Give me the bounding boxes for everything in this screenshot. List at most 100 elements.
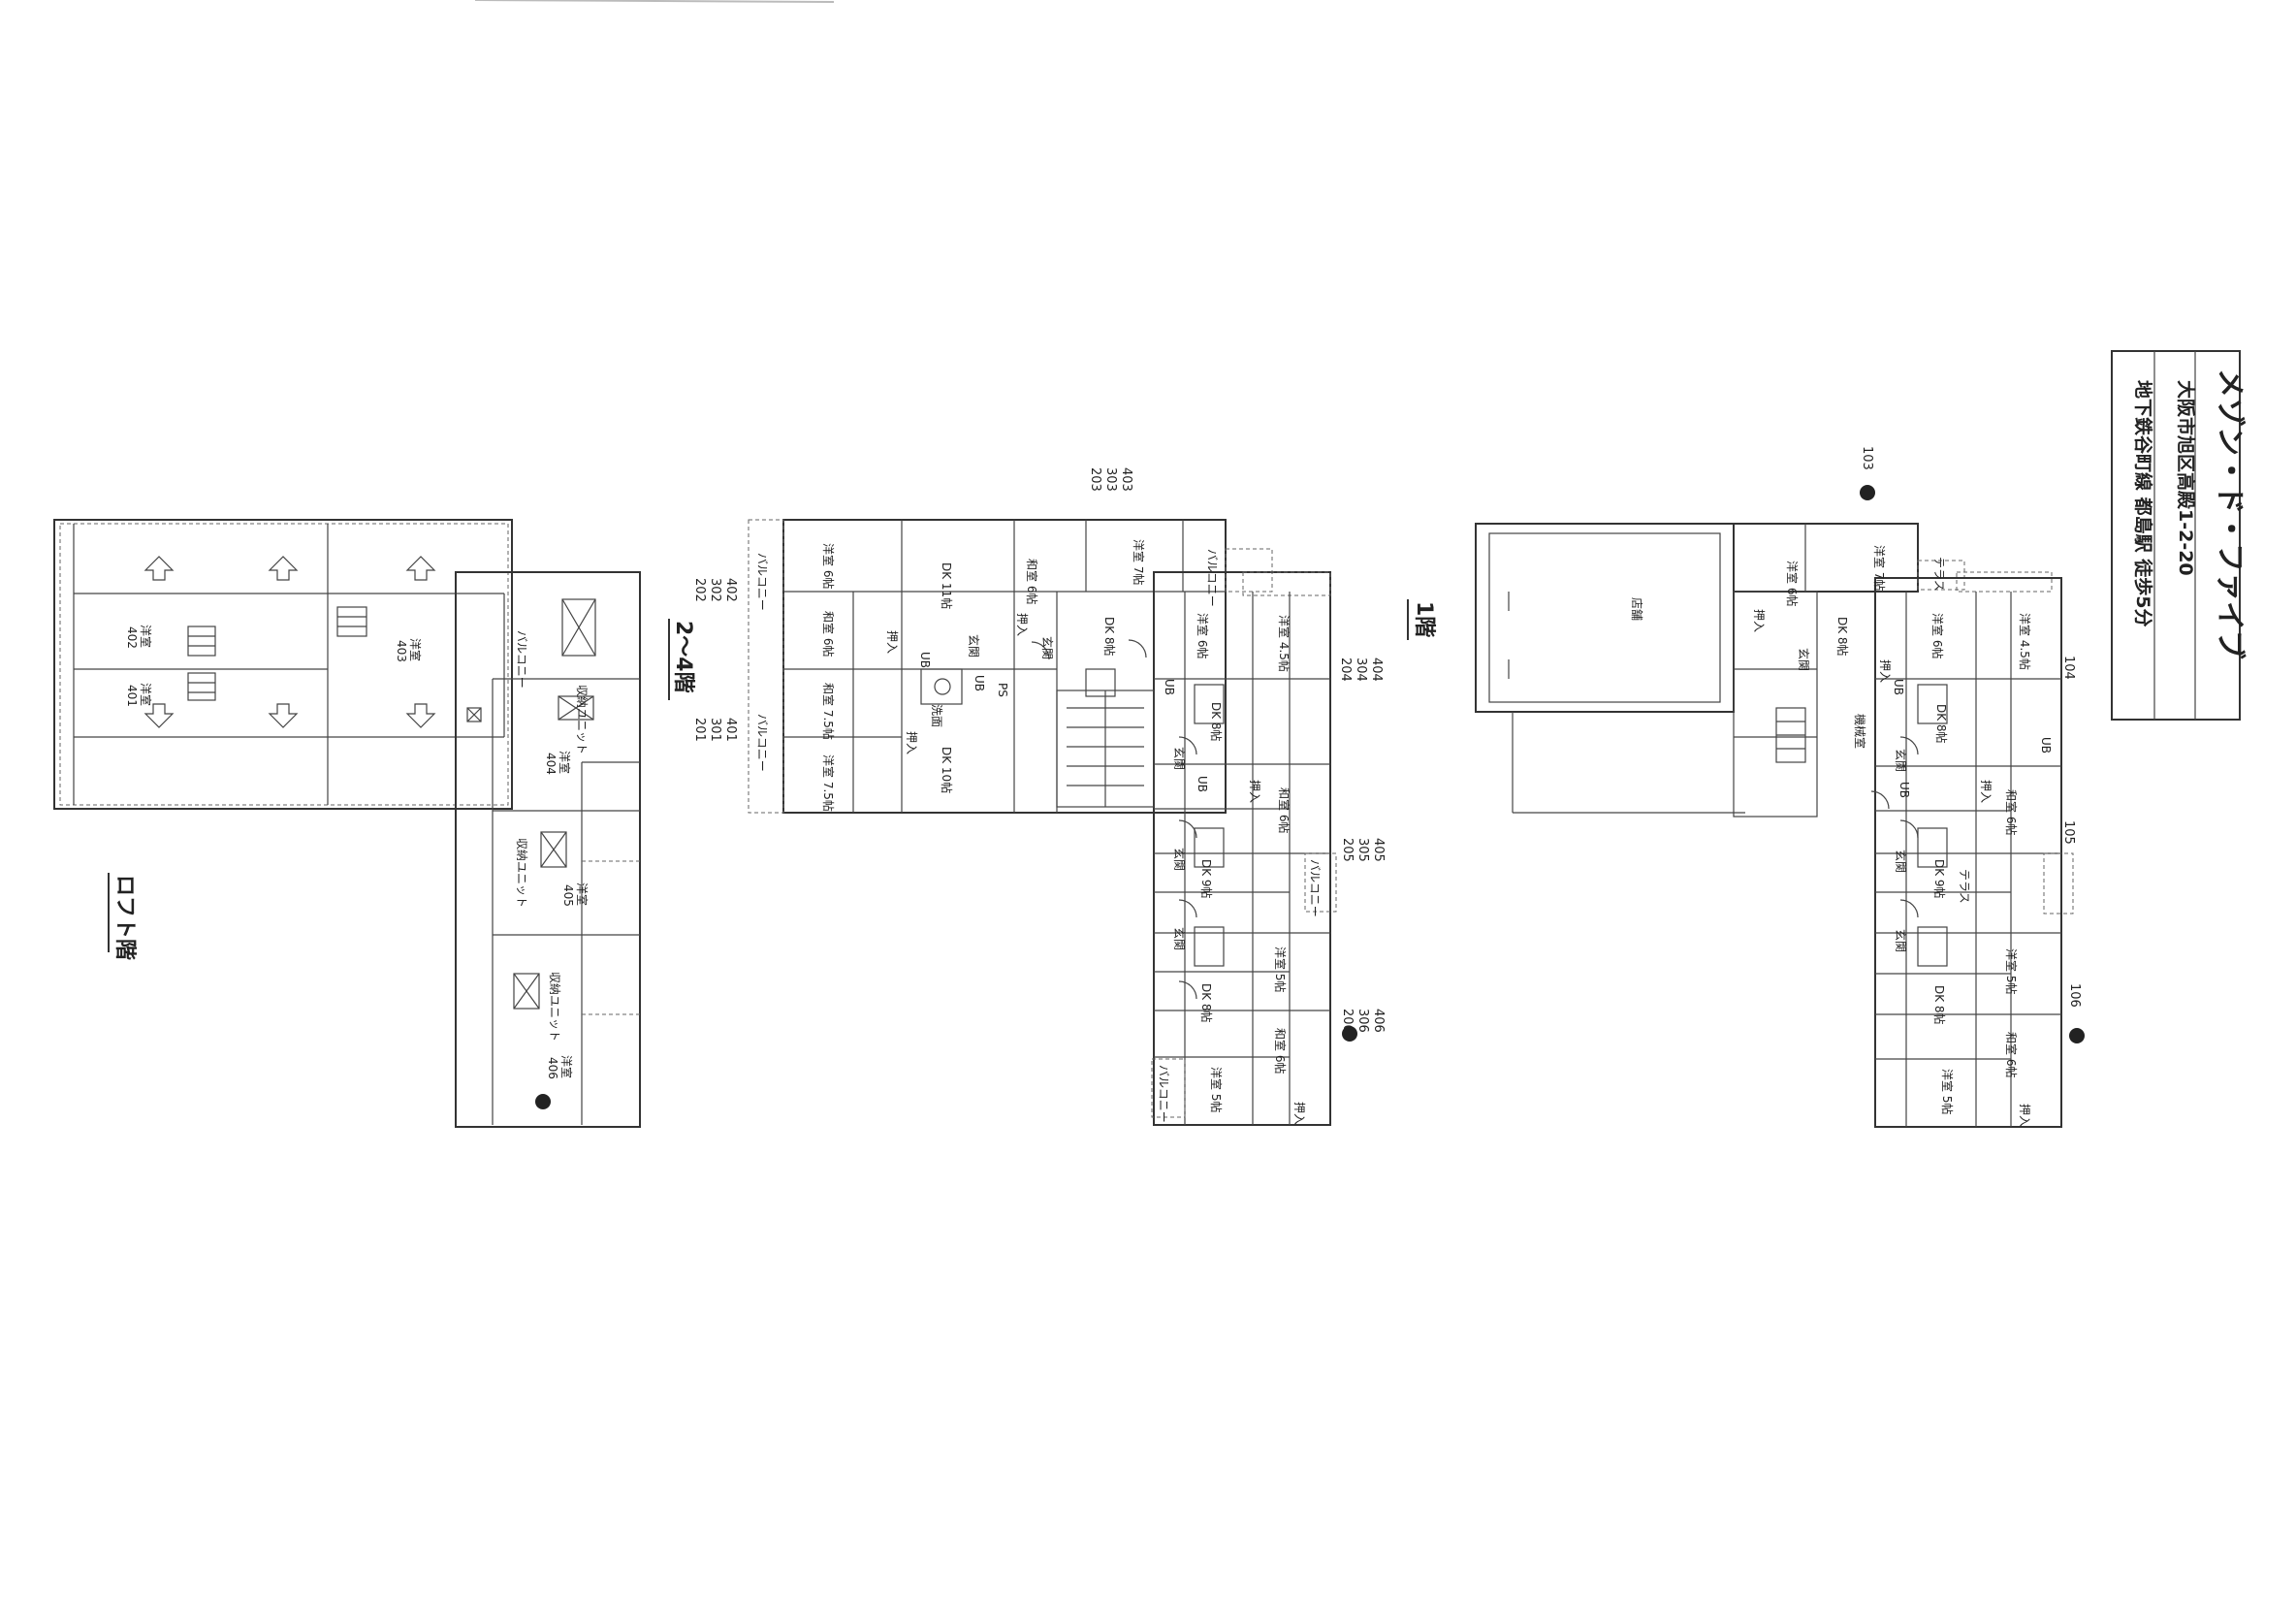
- floor-label-2-4: 2～4階: [671, 621, 695, 693]
- upper-unit-204: 204: [1338, 658, 1353, 682]
- upper-unit-205: 205: [1340, 838, 1355, 862]
- address: 大阪市旭区高殿1-2-20: [2175, 380, 2197, 576]
- upper-room: 和室 6帖: [1273, 1028, 1288, 1074]
- upper-room: DK 8帖: [1199, 983, 1214, 1023]
- ground-room: 洋室 7帖: [1872, 545, 1887, 591]
- upper-genkan: 玄関: [1172, 747, 1187, 770]
- ground-room: 洋室 6帖: [1785, 561, 1800, 606]
- upper-unit-304: 304: [1354, 658, 1368, 682]
- upper-room: DK 9帖: [1199, 859, 1214, 899]
- upper-unit-406: 406: [1371, 1009, 1386, 1033]
- upper-unit-401: 401: [723, 718, 738, 742]
- ground-ub: UB: [2039, 737, 2053, 754]
- upper-oshiire: 押入: [1248, 780, 1261, 803]
- ground-room: 和室 6帖: [2004, 1032, 2019, 1077]
- ground-genkan: 玄関: [1894, 850, 1908, 873]
- upper-genkan: 玄関: [967, 634, 981, 658]
- ground-unit-104: 104: [2061, 656, 2076, 680]
- ground-room: DK 8帖: [1932, 985, 1947, 1025]
- loft-unit-404: 404: [544, 753, 558, 775]
- upper-balcony: バルコニー: [1205, 549, 1219, 607]
- upper-genkan: 玄関: [1040, 636, 1055, 659]
- ground-room: 洋室 5帖: [1940, 1069, 1955, 1114]
- loft-storage-404: 収納ユニット: [575, 685, 589, 754]
- floor-label-loft: ロフト階: [112, 875, 137, 960]
- ground-room: 洋室 4.5帖: [2018, 613, 2032, 670]
- ground-room: 和室 6帖: [2004, 789, 2019, 835]
- loft-room-label-405: 洋室: [575, 882, 590, 906]
- ground-terrace: テラス: [1958, 869, 1971, 904]
- upper-oshiire: 押入: [1015, 613, 1029, 636]
- upper-room: DK 8帖: [1209, 702, 1224, 742]
- upper-room: 和室 6帖: [821, 611, 836, 657]
- ground-room: DK 9帖: [1932, 859, 1947, 899]
- upper-room: 洋室 7帖: [1132, 539, 1146, 585]
- access: 地下鉄谷町線 都島駅 徒歩5分: [2132, 380, 2154, 626]
- loft-room-label-404: 洋室: [558, 751, 572, 774]
- upper-unit-402: 402: [723, 578, 738, 602]
- ground-machine-room: 機械室: [1853, 714, 1867, 749]
- upper-room: DK 10帖: [940, 747, 954, 793]
- ground-oshiire: 押入: [1878, 659, 1892, 683]
- upper-unit-306: 306: [1355, 1009, 1370, 1033]
- upper-genkan: 玄関: [1172, 927, 1187, 950]
- upper-room: 和室 6帖: [1025, 559, 1039, 604]
- loft-room-label-402: 洋室: [139, 625, 153, 648]
- ground-genkan: 玄関: [1894, 749, 1908, 772]
- ground-unit-105: 105: [2061, 820, 2076, 845]
- upper-room: DK 11帖: [940, 562, 954, 609]
- ground-shop-label: 店舗: [1630, 597, 1643, 621]
- upper-unit-301: 301: [708, 718, 722, 742]
- upper-room: 洋室 4.5帖: [1277, 615, 1292, 672]
- upper-unit-203: 203: [1088, 467, 1102, 492]
- upper-balcony: バルコニー: [1157, 1065, 1170, 1123]
- loft-unit-403: 403: [395, 640, 408, 662]
- upper-room: 洋室 5帖: [1273, 946, 1288, 992]
- upper-room: 和室 6帖: [1277, 787, 1292, 833]
- loft-unit-405: 405: [561, 884, 575, 907]
- ground-room: DK 8帖: [1934, 704, 1949, 744]
- building-name: メゾン・ド・ファイブ: [2213, 369, 2247, 659]
- loft-room-label-406: 洋室: [559, 1055, 574, 1078]
- loft-unit-401: 401: [125, 685, 139, 707]
- loft-plan: [53, 519, 641, 1128]
- title-box: メゾン・ド・ファイブ 大阪市旭区高殿1-2-20 地下鉄谷町線 都島駅 徒歩5分: [2111, 350, 2247, 721]
- upper-oshiire: 押入: [885, 630, 899, 654]
- upper-unit-403: 403: [1119, 467, 1133, 492]
- ground-oshiire: 押入: [1752, 609, 1766, 632]
- ground-unit-106: 106: [2067, 983, 2082, 1008]
- upper-unit-202: 202: [692, 578, 707, 602]
- scan-artifact: [474, 0, 835, 3]
- upper-room: 洋室 7.5帖: [821, 754, 836, 812]
- upper-balcony: バルコニー: [755, 714, 769, 772]
- loft-storage-406: 収納ユニット: [548, 972, 561, 1042]
- ground-ub: UB: [1892, 679, 1905, 695]
- ground-oshiire: 押入: [1979, 780, 1993, 803]
- upper-unit-303: 303: [1103, 467, 1118, 492]
- upper-room: 洋室 6帖: [821, 543, 836, 589]
- upper-unit-404: 404: [1369, 658, 1384, 682]
- ground-genkan: 玄関: [1894, 929, 1908, 952]
- upper-oshiire: 押入: [905, 731, 918, 754]
- upper-ub: UB: [973, 675, 986, 691]
- loft-storage-405: 収納ユニット: [515, 838, 528, 908]
- upper-unit-405: 405: [1371, 838, 1386, 862]
- upper-room: DK 8帖: [1102, 617, 1117, 657]
- loft-room-label-403: 洋室: [408, 638, 423, 661]
- loft-balcony-label: バルコニー: [515, 630, 528, 689]
- upper-room: 洋室 5帖: [1209, 1067, 1224, 1112]
- ground-unit-103: 103: [1860, 446, 1874, 470]
- upper-balcony: バルコニー: [1308, 859, 1322, 917]
- upper-genkan: 玄関: [1172, 848, 1187, 871]
- floor-label-1: 1階: [1412, 601, 1436, 637]
- upper-unit-201: 201: [692, 718, 707, 742]
- loft-unit-402: 402: [125, 626, 139, 649]
- upper-plan: [748, 519, 1357, 1126]
- upper-unit-206: 206: [1340, 1009, 1355, 1033]
- ground-room: 洋室 5帖: [2004, 948, 2019, 994]
- upper-balcony: バルコニー: [755, 553, 769, 611]
- upper-ub: UB: [1163, 679, 1176, 695]
- ground-plan: [1475, 485, 2085, 1128]
- ground-room: DK 8帖: [1835, 617, 1850, 657]
